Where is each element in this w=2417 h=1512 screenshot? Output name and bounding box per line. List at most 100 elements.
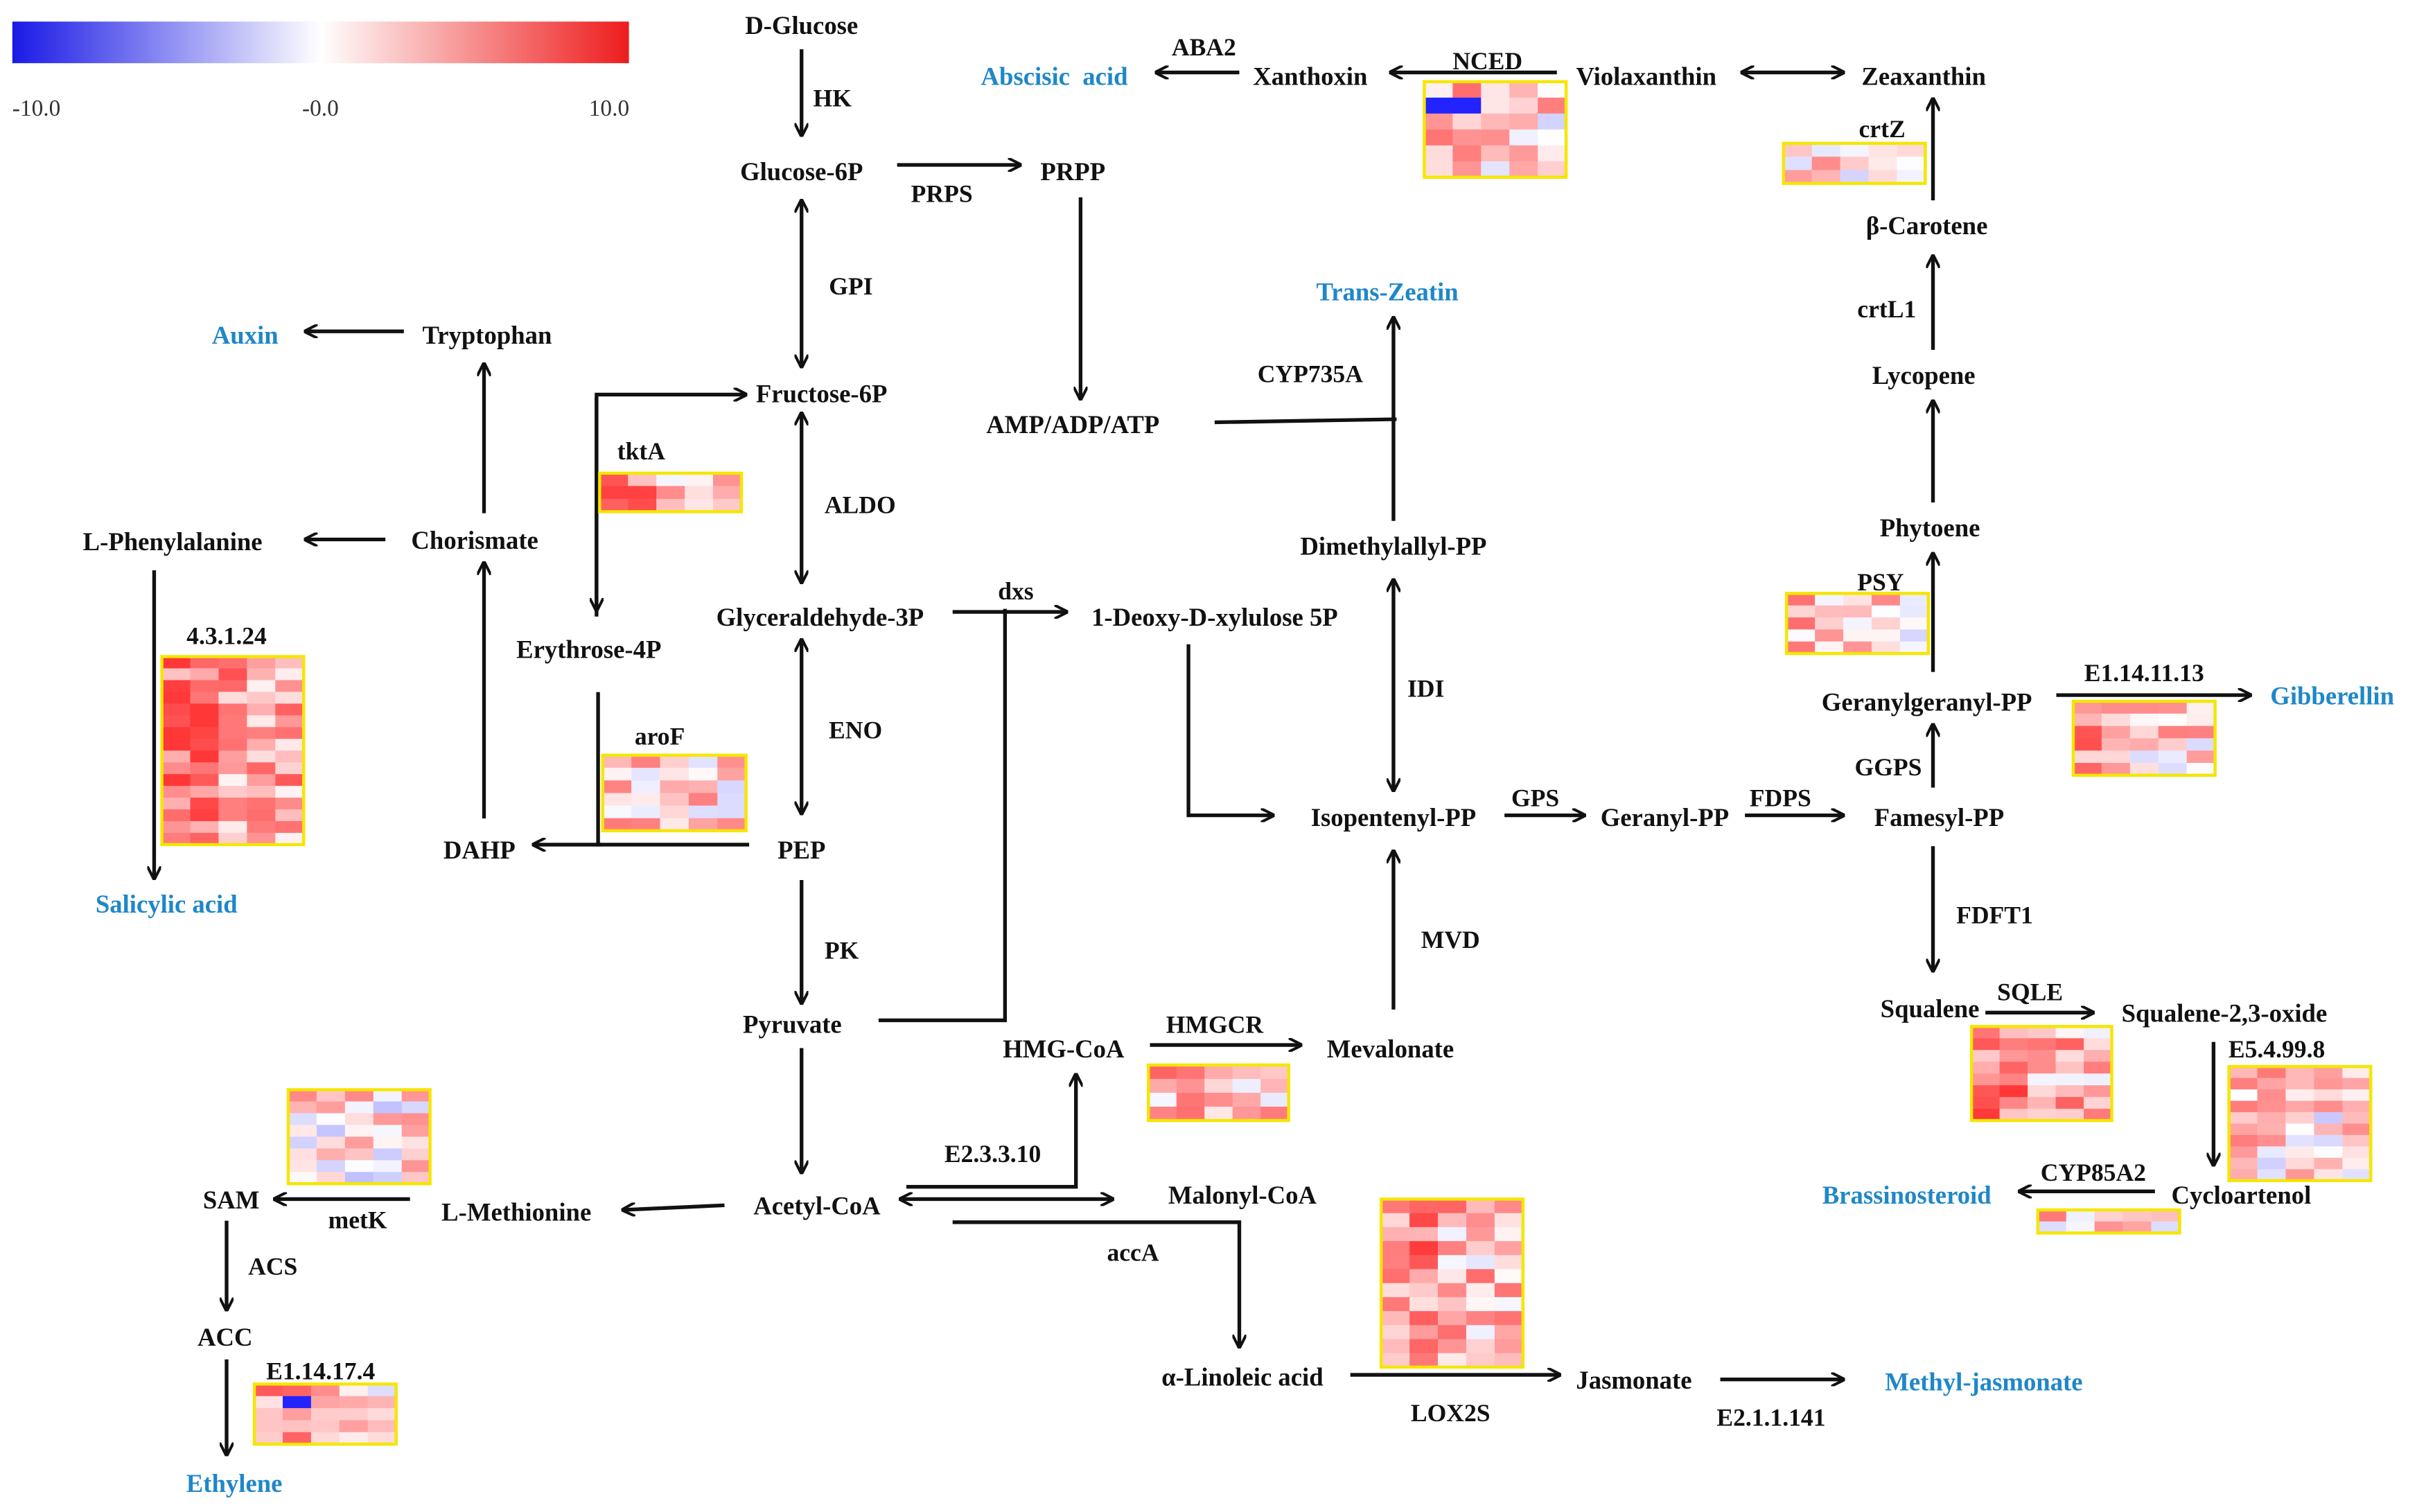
heatmap-cell (190, 656, 220, 669)
heatmap-cell (247, 668, 276, 681)
heatmap-cell (1381, 1325, 1410, 1340)
node-l-phenylalanine: L-Phenylalanine (83, 527, 263, 556)
heatmap-cell (2073, 713, 2102, 727)
heatmap-cell (1438, 1325, 1467, 1340)
node-hmg-coa: HMG-CoA (1003, 1035, 1125, 1063)
enzyme-e1-14-11-13: E1.14.11.13 (2084, 659, 2204, 687)
heatmap-frame (601, 753, 748, 833)
heatmap-cell (282, 1432, 312, 1445)
heatmap-cell (2084, 1038, 2113, 1051)
edge-amp-to-dmapp (1214, 417, 1397, 425)
heatmap-cell (1424, 145, 1454, 162)
node-l-methionine: L-Methionine (441, 1198, 591, 1227)
heatmap-cell (1424, 97, 1454, 114)
heatmap-cell (247, 809, 276, 822)
heatmap-cell (275, 703, 304, 717)
enzyme-cyp735a: CYP735A (1258, 360, 1363, 388)
node-malonyl-coa: Malonyl-CoA (1168, 1181, 1317, 1209)
node-tryptophan: Tryptophan (422, 321, 552, 349)
heatmap-crtz (1782, 141, 1927, 185)
heatmap-cell (275, 739, 304, 751)
heatmap-cell (1381, 1296, 1410, 1312)
heatmap-cell (717, 805, 747, 819)
heatmap-cell (2101, 750, 2131, 764)
heatmap-cell (1843, 617, 1872, 631)
heatmap-cell (1260, 1064, 1290, 1080)
heatmap-cell (275, 656, 304, 669)
heatmap-cell (688, 805, 718, 819)
heatmap-arof (601, 753, 748, 833)
heatmap-cell (367, 1408, 397, 1421)
heatmap-cell (1999, 1038, 2028, 1051)
heatmap-cell (161, 750, 191, 763)
heatmap-cell (2285, 1146, 2315, 1159)
node-phytoene: Phytoene (1880, 513, 1980, 542)
heatmap-cell (628, 473, 657, 487)
heatmap-cell (2257, 1146, 2287, 1159)
heatmap-cell (717, 793, 747, 807)
heatmap-cell (2129, 750, 2159, 764)
heatmap-cell (1871, 617, 1901, 631)
heatmap-cell (1494, 1227, 1524, 1242)
heatmap-cell (2129, 701, 2159, 714)
heatmap-cell (316, 1113, 346, 1126)
heatmap-cell (316, 1125, 346, 1138)
heatmap-cell (1452, 97, 1482, 114)
heatmap-e5-4-99-8 (2227, 1064, 2373, 1183)
heatmap-cell (1786, 641, 1816, 654)
heatmap-cell (1260, 1107, 1290, 1121)
heatmap-cell (2342, 1157, 2371, 1170)
heatmap-cell (1538, 145, 1567, 162)
heatmap-cell (161, 656, 191, 669)
heatmap-cell (1494, 1339, 1524, 1354)
heatmap-cell (2028, 1109, 2057, 1121)
heatmap-cell (1786, 593, 1816, 606)
heatmap-frame (598, 471, 744, 513)
heatmap-cell (1538, 97, 1567, 114)
heatmap-cell (2257, 1100, 2287, 1113)
heatmap-cell (2028, 1062, 2057, 1074)
heatmap-cell (1815, 593, 1844, 606)
heatmap-cell (316, 1172, 346, 1184)
heatmap-cell (2028, 1026, 2057, 1039)
heatmap-cell (1409, 1269, 1439, 1284)
heatmap-cell (2186, 750, 2216, 764)
node-dimethylallyl-pp: Dimethylallyl-PP (1300, 532, 1486, 561)
enzyme-e2-1-1-141: E2.1.1.141 (1716, 1403, 1825, 1431)
heatmap-cell (1409, 1325, 1439, 1340)
heatmap-cell (1811, 170, 1841, 184)
heatmap-cell (2028, 1097, 2057, 1109)
heatmap-cell (602, 755, 632, 768)
heatmap-cell (2084, 1085, 2113, 1098)
metabolite-labels: D-Glucose Glucose-6P PRPP Fructose-6P AM… (83, 11, 2328, 1394)
enzyme-crtl1: crtL1 (1857, 295, 1916, 323)
heatmap-cell (2151, 1221, 2181, 1234)
heatmap-cell (218, 798, 248, 810)
node-prpp: PRPP (1040, 157, 1105, 186)
heatmap-cell (373, 1172, 403, 1184)
heatmap-cell (656, 473, 685, 487)
heatmap-cell (2342, 1146, 2371, 1159)
heatmap-cell (1494, 1311, 1524, 1326)
heatmap-cell (2055, 1026, 2084, 1039)
heatmap-cell (247, 774, 276, 786)
heatmap-cell (2129, 713, 2159, 727)
node-linoleic-acid: α-Linoleic acid (1161, 1363, 1323, 1391)
heatmap-cell (1438, 1353, 1467, 1368)
heatmap-frame (1782, 141, 1927, 185)
heatmap-cell (310, 1408, 340, 1421)
heatmap-cell (1481, 145, 1510, 162)
heatmap-cell (401, 1136, 431, 1150)
heatmap-cell (1176, 1064, 1205, 1080)
heatmap-cell (1204, 1078, 1233, 1093)
heatmap-cell (2158, 701, 2188, 714)
heatmap-cell (1148, 1107, 1177, 1121)
heatmap-cell (2101, 738, 2131, 751)
heatmap-cell (1786, 605, 1816, 618)
heatmap-cell (282, 1408, 312, 1421)
heatmap-cell (1783, 143, 1813, 157)
heatmap-cell (2158, 763, 2188, 776)
heatmap-cell (1232, 1093, 1261, 1107)
heatmap-cell (2229, 1066, 2258, 1079)
heatmap-cell (1381, 1353, 1410, 1368)
